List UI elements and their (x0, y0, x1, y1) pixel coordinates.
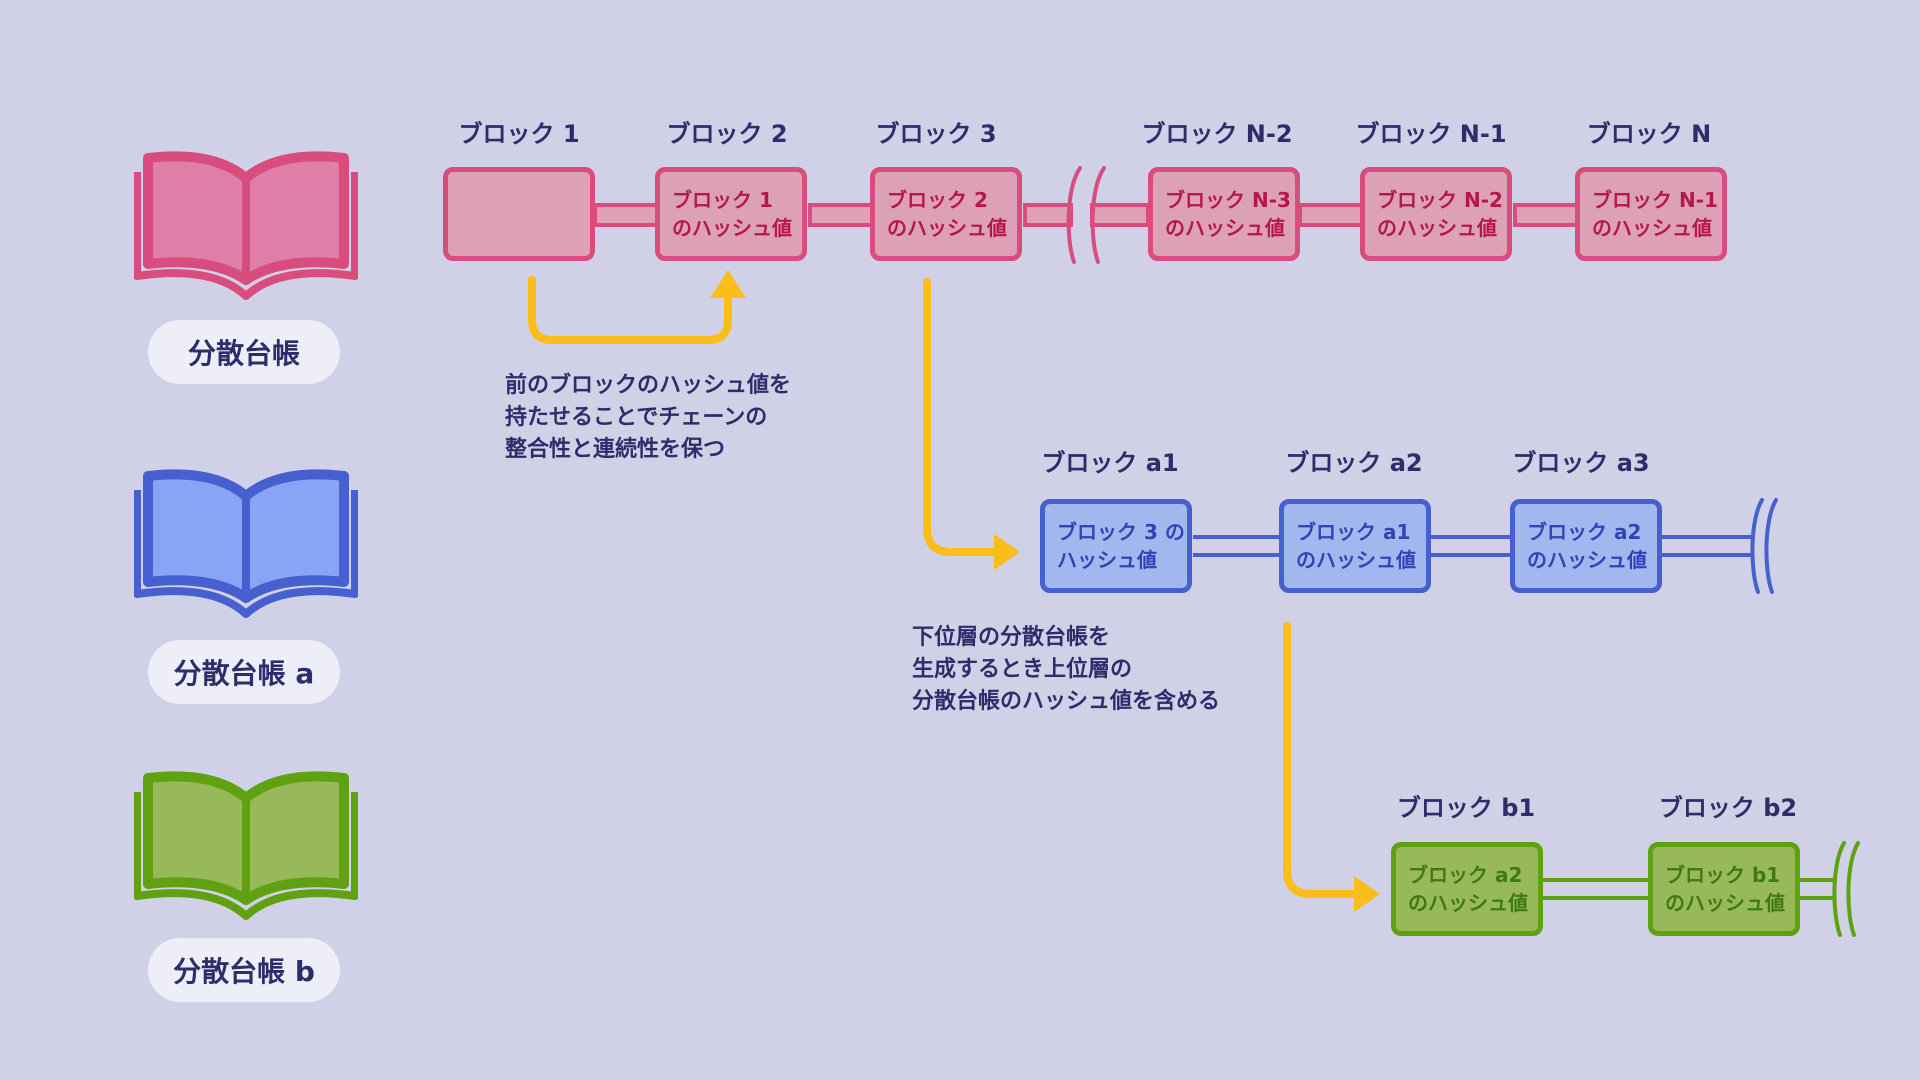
hash-link-arrow (528, 270, 746, 344)
note-line: 分散台帳のハッシュ値を含める (912, 689, 1221, 714)
note-hash-link: 前のブロックのハッシュ値を 持たせることでチェーンの 整合性と連続性を保つ (505, 370, 791, 466)
block-hash-line2: のハッシュ値 (1592, 216, 1712, 240)
open-book-icon (134, 151, 358, 300)
main-link-2-3 (808, 203, 876, 227)
open-book-icon (134, 469, 358, 618)
ledger-name-b: 分散台帳 b (148, 938, 340, 1002)
block-hash-line1: ブロック b1 (1665, 863, 1781, 887)
block-hash-line2: のハッシュ値 (1296, 548, 1416, 572)
layering-arrow-main-to-a (923, 278, 1020, 570)
chain-a-break-icon (1750, 498, 1778, 594)
block-label: ブロック a1 (1041, 449, 1179, 477)
note-layering: 下位層の分散台帳を 生成するとき上位層の 分散台帳のハッシュ値を含める (912, 622, 1220, 718)
block-a2: ブロック a1 のハッシュ値 (1279, 499, 1431, 593)
main-link-n2-n1 (1298, 203, 1366, 227)
block-label: ブロック N-2 (1141, 120, 1293, 148)
block-label: ブロック N (1586, 120, 1712, 148)
note-line: 下位層の分散台帳を (912, 625, 1111, 650)
chain-b-break-icon (1832, 841, 1860, 937)
block-hash-line2: のハッシュ値 (1165, 216, 1285, 240)
main-link-1-2 (593, 203, 661, 227)
chain-a-links (1193, 498, 1778, 594)
block-hash-line2: のハッシュ値 (1408, 891, 1528, 915)
link-b2-break (1800, 878, 1836, 900)
note-line: 前のブロックのハッシュ値を (505, 373, 792, 398)
block-hash-line2: のハッシュ値 (672, 216, 792, 240)
block-hash-line2: のハッシュ値 (1377, 216, 1497, 240)
main-link-break-n2 (1090, 203, 1150, 227)
block-a1: ブロック 3 の ハッシュ値 (1040, 499, 1192, 593)
block-main-1 (443, 167, 595, 261)
block-hash-line1: ブロック a2 (1527, 520, 1642, 544)
main-link-3-break (1023, 203, 1073, 227)
block-label: ブロック a2 (1285, 449, 1423, 477)
block-main-3: ブロック 2 のハッシュ値 (870, 167, 1022, 261)
block-hash-line2: のハッシュ値 (1665, 891, 1785, 915)
block-hash-line1: ブロック a2 (1408, 863, 1523, 887)
block-main-n: ブロック N-1 のハッシュ値 (1575, 167, 1727, 261)
chain-b-links (1543, 841, 1860, 937)
block-hash-line1: ブロック 3 の (1057, 520, 1185, 544)
block-main-2: ブロック 1 のハッシュ値 (655, 167, 807, 261)
note-line: 整合性と連続性を保つ (505, 437, 726, 462)
block-hash-line1: ブロック 2 (887, 188, 988, 212)
block-hash-line1: ブロック N-2 (1377, 188, 1503, 212)
block-label: ブロック a3 (1512, 449, 1650, 477)
main-link-n1-n (1513, 203, 1581, 227)
block-hash-line2: のハッシュ値 (1527, 548, 1647, 572)
note-line: 持たせることでチェーンの (505, 405, 768, 430)
link-a1-a2 (1193, 535, 1279, 557)
block-hash-line1: ブロック 1 (672, 188, 773, 212)
block-hash-line1: ブロック N-1 (1592, 188, 1718, 212)
open-book-icon (134, 771, 358, 920)
link-b1-b2 (1543, 878, 1650, 900)
block-a3: ブロック a2 のハッシュ値 (1510, 499, 1662, 593)
block-hash-line1: ブロック a1 (1296, 520, 1411, 544)
block-hash-line2: ハッシュ値 (1057, 548, 1157, 572)
link-a2-a3 (1431, 535, 1510, 557)
block-b2: ブロック b1 のハッシュ値 (1648, 842, 1800, 936)
block-hash-line1: ブロック N-3 (1165, 188, 1291, 212)
block-label: ブロック 2 (666, 120, 788, 148)
link-a3-break (1662, 535, 1752, 557)
block-main-n-1: ブロック N-2 のハッシュ値 (1360, 167, 1512, 261)
block-label: ブロック 3 (875, 120, 997, 148)
main-break-icon (1066, 166, 1106, 264)
block-hash-line2: のハッシュ値 (887, 216, 1007, 240)
layering-arrow-a-to-b (1283, 622, 1380, 912)
block-label: ブロック b2 (1658, 794, 1798, 822)
block-label: ブロック b1 (1396, 794, 1536, 822)
ledger-name-main: 分散台帳 (148, 320, 340, 384)
ledger-name-a: 分散台帳 a (148, 640, 340, 704)
block-b1: ブロック a2 のハッシュ値 (1391, 842, 1543, 936)
block-main-n-2: ブロック N-3 のハッシュ値 (1148, 167, 1300, 261)
note-line: 生成するとき上位層の (912, 657, 1133, 682)
block-label: ブロック N-1 (1355, 120, 1507, 148)
block-label: ブロック 1 (458, 120, 580, 148)
